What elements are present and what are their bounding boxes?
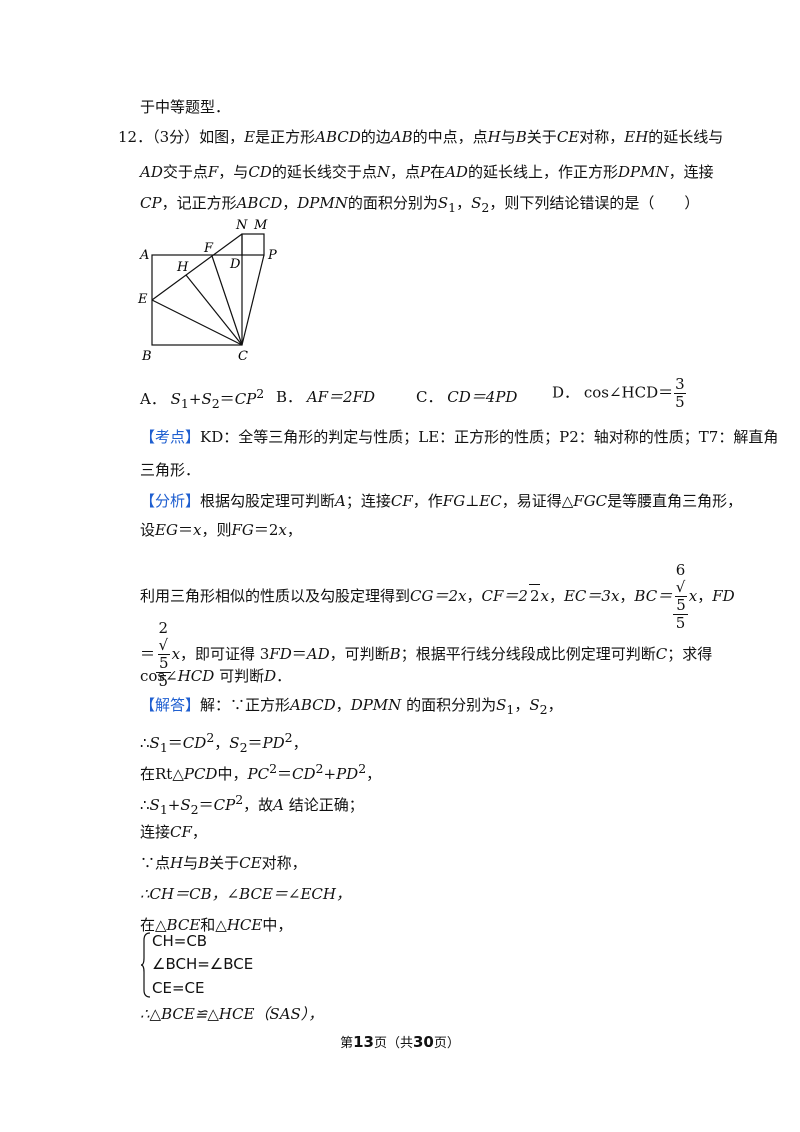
jieda-line-9: ∴△BCE≌△HCE（SAS）， [140, 1005, 324, 1023]
label-n: N [235, 218, 248, 233]
jieda-line-8: 在△BCE和△HCE中， [140, 916, 293, 934]
problem-line-2: AD交于点F，与CD的延长线交于点N，点P在AD的延长线上，作正方形DPMN，连… [140, 163, 714, 181]
square-abcd [151, 254, 243, 346]
label-b: B [141, 349, 152, 362]
jieda-line-6: ∵点H与B关于CE对称， [140, 854, 307, 872]
kaodian-line-1: 【考点】KD：全等三角形的判定与性质；LE：正方形的性质；P2：轴对称的性质；T… [140, 428, 779, 446]
page-footer: 第13页（共30页） [340, 1033, 460, 1051]
problem-line-1: 12．（3分）如图，E是正方形ABCD的边AB的中点，点H与B关于CE对称，EH… [118, 128, 724, 146]
jieda-line-3: 在Rt△PCD中，PC2＝CD2+PD2， [140, 761, 382, 783]
fenxi-line-5: cos∠HCD 可判断D． [140, 667, 292, 685]
prev-tail: 于中等题型． [140, 98, 231, 116]
jieda-line-2: ∴S1＝CD2，S2＝PD2， [140, 730, 308, 755]
line-en [151, 233, 243, 301]
label-h: H [176, 260, 189, 275]
line-ec [151, 299, 243, 346]
label-e: E [137, 292, 148, 307]
option-a[interactable]: A． S1+S2＝CP2 [140, 386, 265, 411]
brace-icon [140, 932, 151, 998]
label-m: M [253, 218, 268, 233]
jieda-line-5: 连接CF， [140, 823, 207, 841]
label-c: C [238, 349, 248, 362]
label-d: D [229, 257, 241, 272]
brace-line-2: ∠BCH=∠BCE [152, 955, 254, 973]
label-p: P [267, 248, 277, 263]
fenxi-line-1: 【分析】根据勾股定理可判断A；连接CF，作FG⊥EC，易证得△FGC是等腰直角三… [140, 492, 743, 510]
line-hc [185, 274, 243, 346]
option-c[interactable]: C． CD＝4PD [416, 388, 518, 406]
label-a: A [139, 248, 149, 263]
brace-line-1: CH=CB [152, 932, 208, 950]
equation-system: CH=CB ∠BCH=∠BCE CE=CE [140, 932, 280, 1002]
line-fc [211, 255, 243, 346]
label-f: F [203, 241, 214, 256]
jieda-line-1: 【解答】解：∵正方形ABCD，DPMN 的面积分别为S1，S2， [140, 696, 563, 717]
geometry-figure: A B C D E F H N M P [137, 218, 277, 362]
jieda-line-4: ∴S1+S2＝CP2，故A 结论正确； [140, 792, 364, 817]
line-cp [241, 254, 265, 346]
jieda-line-7: ∴CH＝CB，∠BCE＝∠ECH， [140, 885, 351, 903]
option-b[interactable]: B． AF＝2FD [276, 388, 376, 406]
jieda-tag: 【解答】 [140, 696, 201, 714]
square-dpmn [241, 233, 265, 256]
kaodian-tag: 【考点】 [140, 428, 201, 446]
fenxi-line-2: 设EG＝x，则FG＝2x， [140, 521, 302, 539]
kaodian-line-2: 三角形． [140, 461, 201, 479]
problem-line-3: CP，记正方形ABCD，DPMN的面积分别为S1，S2，则下列结论错误的是（ ） [140, 194, 700, 215]
fenxi-tag: 【分析】 [140, 492, 201, 510]
brace-line-3: CE=CE [152, 979, 205, 997]
